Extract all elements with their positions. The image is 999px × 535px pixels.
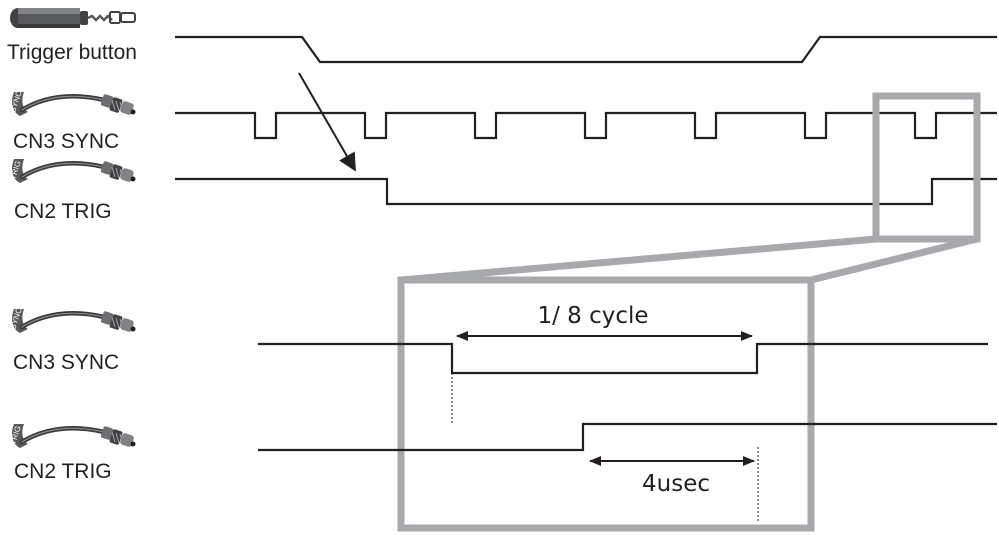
bnc-cable-icon-trig-zoom: TRIG (8, 424, 135, 448)
zoom-connector-left (400, 235, 877, 284)
label-cn2-trig-zoom: CN2 TRIG (14, 460, 112, 483)
highlight-box (872, 92, 981, 243)
label-cn2-trig: CN2 TRIG (14, 200, 112, 223)
trigger-to-trig-arrow (298, 72, 356, 172)
trigger-button-device-icon (8, 6, 137, 30)
zoom-connector-right (810, 235, 978, 284)
waveform-cn3-sync (175, 111, 997, 140)
label-trigger-button: Trigger button (7, 41, 137, 64)
waveform-trigger-button (175, 35, 997, 64)
delay-label: 4usec (642, 471, 710, 497)
label-cn3-sync: CN3 SYNC (13, 130, 119, 153)
bnc-cable-icon-sync-zoom: SYNC (8, 306, 135, 333)
waveform-cn2-trig-zoom (258, 422, 997, 452)
bnc-cable-icon-trig: TRIG (8, 159, 135, 183)
bnc-cable-icon-sync: SYNC (8, 89, 135, 116)
cycle-label: 1/ 8 cycle (537, 303, 648, 329)
zoom-box (397, 276, 815, 532)
waveform-cn2-trig (175, 177, 997, 206)
waveform-cn3-sync-zoom (258, 342, 988, 375)
label-cn3-sync-zoom: CN3 SYNC (13, 351, 119, 374)
